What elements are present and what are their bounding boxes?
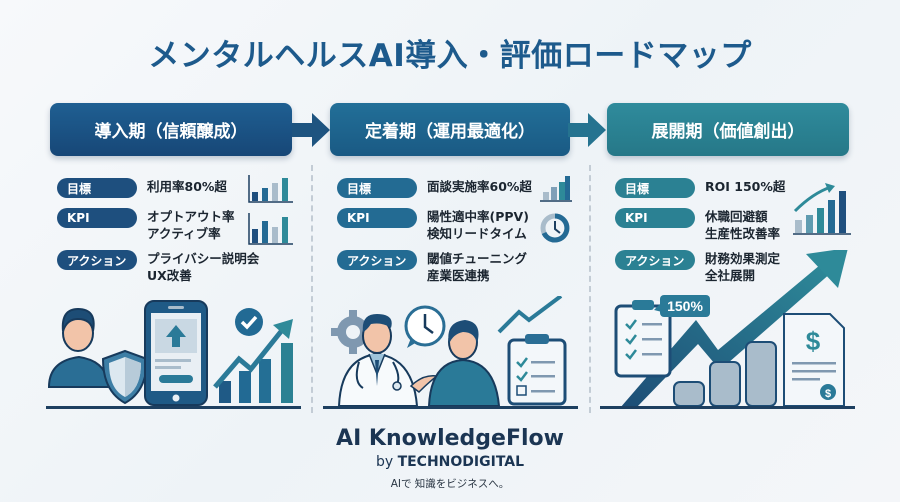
- arrow-right-icon: [292, 113, 330, 147]
- clock-bubble-icon: [404, 305, 446, 348]
- user-icon: [47, 307, 111, 388]
- kpi-value: 陽性適中率(PPV) 検知リードタイム: [427, 209, 529, 241]
- trend-line-icon: [497, 296, 563, 334]
- kpi-tag: KPI: [615, 208, 695, 228]
- goal-row: 目標 面談実施率60%超: [337, 178, 597, 208]
- phase-header-introduction: 導入期（信頼醸成）: [50, 103, 292, 156]
- kpi-tag: KPI: [57, 208, 137, 228]
- kpi-row: KPI オプトアウト率 アクティブ率: [57, 208, 317, 250]
- action-tag: アクション: [337, 250, 417, 270]
- kpi-row: KPI 休職回避額 生産性改善率: [615, 208, 875, 250]
- action-row: アクション プライバシー説明会 UX改善: [57, 250, 317, 294]
- brand-tagline: AIで 知識をビジネスへ。: [390, 478, 510, 490]
- svg-text:$: $: [825, 388, 831, 400]
- goal-value: 利用率80%超: [147, 179, 227, 194]
- column-divider: [589, 165, 591, 413]
- action-tag: アクション: [57, 250, 137, 270]
- svg-text:$: $: [806, 326, 821, 356]
- arrow-right-icon: [568, 113, 606, 147]
- roi-badge: [660, 295, 710, 317]
- rising-bar-chart-icon: [793, 183, 851, 235]
- action-value: 財務効果測定 全社展開: [705, 251, 781, 283]
- bar-chart-icon: [248, 175, 293, 203]
- goal-tag: 目標: [615, 178, 695, 198]
- kpi-value: 休職回避額 生産性改善率: [705, 209, 781, 241]
- bar-chart-icon: [540, 176, 572, 202]
- kpi-tag: KPI: [337, 208, 417, 228]
- column-divider: [311, 165, 313, 413]
- growth-chart-icon: [213, 319, 293, 403]
- smartphone-upload-icon: [144, 300, 208, 406]
- dollar-document-icon: $ $: [783, 313, 845, 407]
- page-title: メンタルヘルスAI導入・評価ロードマップ: [148, 38, 752, 74]
- patient-icon: [427, 320, 501, 407]
- phase-column-introduction: 目標 利用率80%超 KPI オプトアウト率 アクティブ率 アクション プライバ…: [57, 178, 317, 294]
- phase-column-establishment: 目標 面談実施率60%超 KPI 陽性適中率(PPV) 検知リードタイム アクシ…: [337, 178, 597, 294]
- goal-value: 面談実施率60%超: [427, 179, 532, 194]
- clipboard-checklist-icon: [614, 300, 672, 378]
- kpi-row: KPI 陽性適中率(PPV) 検知リードタイム: [337, 208, 597, 250]
- coin-stacks-icon: [673, 341, 777, 407]
- goal-row: 目標 利用率80%超: [57, 178, 317, 208]
- shield-icon: [101, 349, 149, 405]
- brand-name: AI KnowledgeFlow: [336, 426, 564, 451]
- action-row: アクション 閾値チューニング 産業医連携: [337, 250, 597, 294]
- goal-tag: 目標: [337, 178, 417, 198]
- bar-chart-icon: [248, 213, 293, 245]
- action-tag: アクション: [615, 250, 695, 270]
- goal-tag: 目標: [57, 178, 137, 198]
- clipboard-checklist-icon: [507, 334, 567, 406]
- phase-header-establishment: 定着期（運用最適化）: [330, 103, 570, 156]
- big-growth-arrow-icon: [620, 260, 832, 408]
- brand-company: TECHNODIGITAL: [397, 454, 525, 470]
- roi-badge-label: 150%: [667, 298, 703, 314]
- doctor-icon: [337, 314, 439, 407]
- action-value: プライバシー説明会 UX改善: [147, 251, 260, 283]
- action-row: アクション 財務効果測定 全社展開: [615, 250, 875, 294]
- goal-row: 目標 ROI 150%超: [615, 178, 875, 208]
- illustration-expansion: 150% $ $: [614, 250, 848, 408]
- illustration-establishment: [331, 296, 567, 407]
- clock-ring-icon: [540, 213, 570, 243]
- action-value: 閾値チューニング 産業医連携: [427, 251, 528, 283]
- baseline: [323, 406, 578, 409]
- check-badge-icon: [235, 308, 263, 336]
- illustration-introduction: [47, 300, 293, 406]
- brand-by-label: by: [375, 454, 394, 470]
- goal-value: ROI 150%超: [705, 179, 786, 194]
- brand-byline: by TECHNODIGITAL: [0, 454, 900, 470]
- baseline: [600, 406, 855, 409]
- baseline: [46, 406, 301, 409]
- phase-column-expansion: 目標 ROI 150%超 KPI 休職回避額 生産性改善率 アクション 財務効果…: [615, 178, 875, 294]
- kpi-value: オプトアウト率 アクティブ率: [147, 209, 235, 241]
- phase-header-expansion: 展開期（価値創出）: [607, 103, 849, 156]
